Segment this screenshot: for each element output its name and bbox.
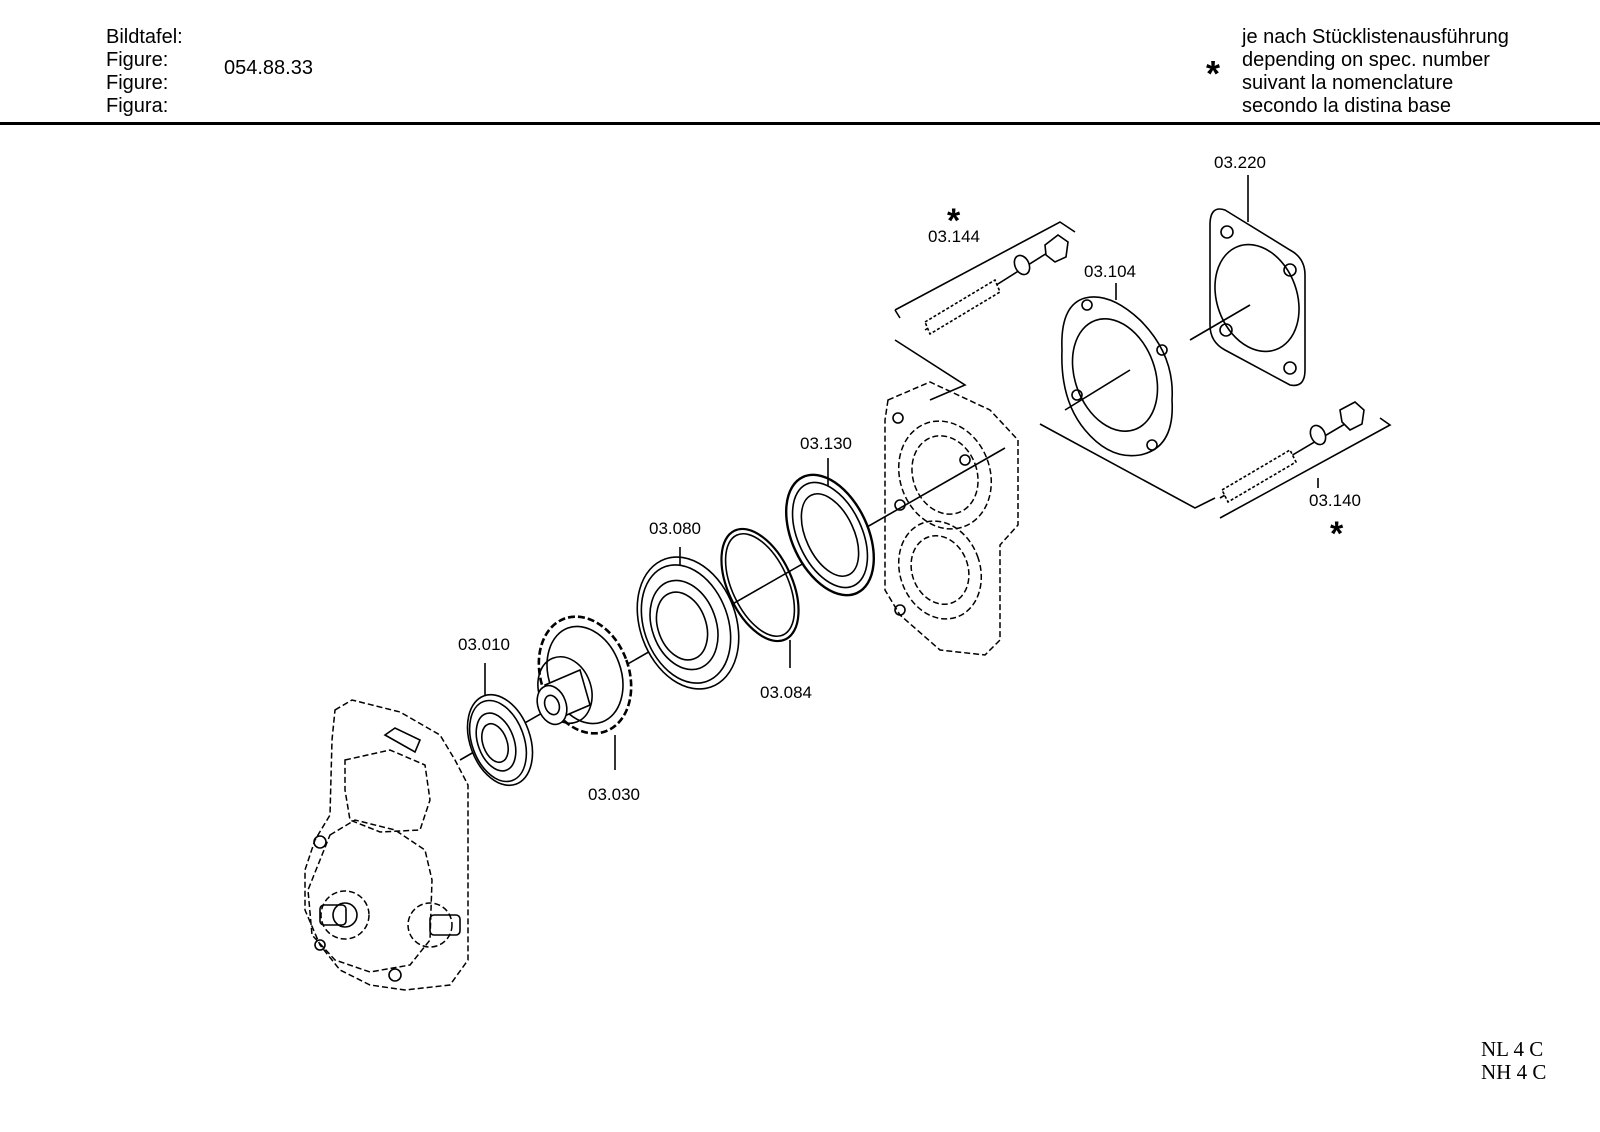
label-figura: Figura: [106, 95, 169, 117]
model-code-2: NH 4 C [1481, 1060, 1547, 1084]
note-de: je nach Stücklistenausführung [1242, 26, 1509, 48]
header-labels: Bildtafel: Figure: Figure: Figura: [106, 26, 183, 118]
gearbox-housing [304, 699, 469, 991]
note-it: secondo la distina base [1242, 95, 1452, 117]
callout-03-130: 03.130 [800, 434, 852, 453]
callout-03-144: 03.144 [928, 227, 980, 246]
header-note: je nach Stücklistenausführung depending … [1242, 26, 1509, 118]
gasket-03-104 [1061, 296, 1174, 457]
callout-03-104: 03.104 [1084, 262, 1136, 281]
callout-03-084: 03.084 [760, 683, 812, 702]
label-figure-fr: Figure: [106, 72, 169, 94]
cover-housing [884, 381, 1019, 656]
star-03-140: * [1330, 515, 1344, 553]
stud-set-03-140 [1039, 401, 1392, 519]
gear-03-030 [536, 615, 633, 735]
callout-03-030: 03.030 [588, 785, 640, 804]
callout-03-220: 03.220 [1214, 153, 1266, 172]
note-en: depending on spec. number [1242, 49, 1490, 71]
label-figure-en: Figure: [106, 49, 169, 71]
plate-03-220 [1189, 208, 1306, 387]
callout-03-140: 03.140 [1309, 491, 1361, 510]
stud-set-03-144 [894, 221, 1076, 401]
note-fr: suivant la nomenclature [1242, 72, 1454, 94]
model-code-1: NL 4 C [1481, 1037, 1544, 1061]
figure-number: 054.88.33 [224, 57, 313, 79]
bearing-03-080 [636, 556, 740, 690]
callout-03-010: 03.010 [458, 635, 510, 654]
callout-03-080: 03.080 [649, 519, 701, 538]
snap-ring-03-084 [720, 527, 800, 643]
header-rule [0, 122, 1600, 125]
leader-lines [484, 175, 1319, 770]
label-bildtafel: Bildtafel: [106, 26, 183, 48]
note-symbol: * [1206, 53, 1221, 94]
bearing-03-010 [466, 693, 534, 787]
seal-03-130 [785, 473, 875, 597]
star-03-144: * [947, 202, 961, 240]
